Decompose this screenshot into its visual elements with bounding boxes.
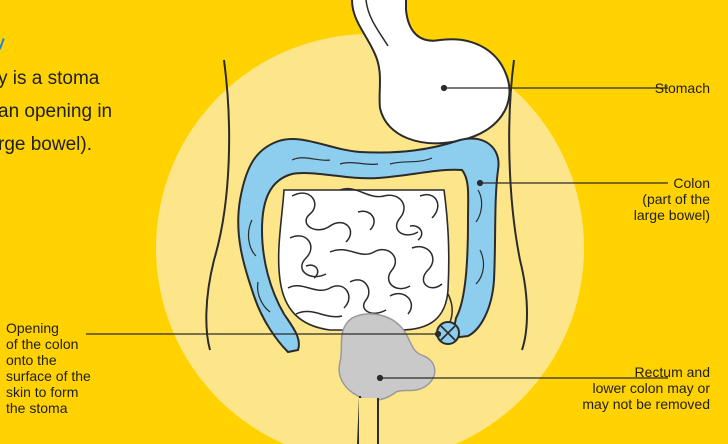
heading-fragment: y bbox=[0, 34, 6, 44]
intro-line-3: rge bowel). bbox=[0, 134, 92, 156]
intro-line-2: an opening in bbox=[0, 101, 112, 123]
colon-label: Colon (part of the large bowel) bbox=[634, 175, 710, 223]
intro-line-1: y is a stoma bbox=[0, 68, 99, 90]
opening-label: Opening of the colon onto the surface of… bbox=[6, 320, 91, 416]
stomach-label: Stomach bbox=[655, 80, 710, 96]
rectum-label: Rectum and lower colon may or may not be… bbox=[582, 364, 710, 412]
